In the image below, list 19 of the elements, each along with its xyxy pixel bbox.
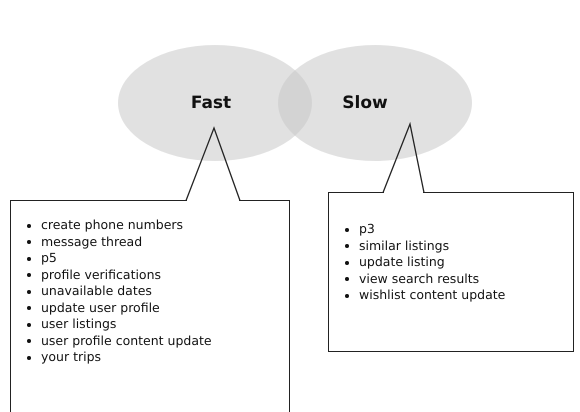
set-title: Slow (342, 93, 388, 113)
list-item: user listings (41, 316, 116, 331)
callout-box (328, 192, 574, 352)
list-item: create phone numbers (41, 217, 184, 232)
list-item: user profile content update (41, 332, 212, 348)
list-item: update user profile (41, 300, 160, 314)
list-item: p5 (41, 250, 57, 265)
list-item: unavailable dates (41, 283, 152, 298)
list-item: update listing (359, 254, 445, 269)
list-item: message thread (41, 234, 142, 248)
set-ellipse (278, 45, 472, 161)
list-item: profile verifications (41, 266, 162, 282)
list-item: view search results (359, 270, 480, 286)
list-item: similar listings (359, 238, 450, 252)
list-item: p3 (359, 221, 375, 236)
callout-box (10, 200, 290, 412)
set-title: Fast (190, 93, 232, 113)
list-item: your trips (41, 349, 102, 364)
list-item: wishlist content update (359, 287, 506, 302)
